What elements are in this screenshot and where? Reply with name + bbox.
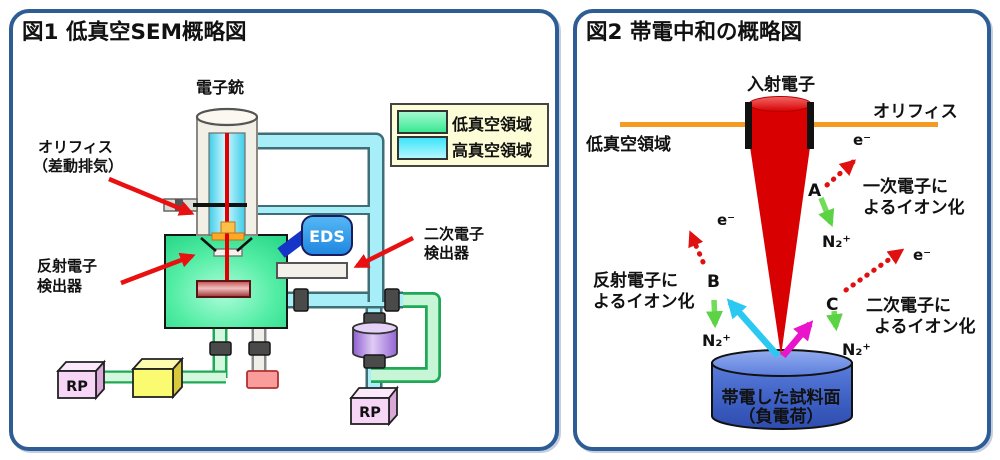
label-bse-ion-1: 反射電子に (593, 270, 678, 291)
eds-box (301, 215, 353, 256)
pipe-top-inner (250, 135, 382, 302)
label-point-b: B (707, 272, 720, 292)
label-point-a: A (808, 181, 822, 201)
arrow-ionized-b (688, 230, 706, 265)
arrow-ion-c (825, 310, 843, 332)
yellow-pump-box (130, 356, 185, 400)
ion-arrows (705, 196, 843, 332)
orifice-line-right (814, 122, 938, 127)
orifice-block-left (745, 102, 752, 149)
valve-leg-left (209, 341, 232, 356)
eds-label: EDS (309, 227, 345, 246)
beam-top (748, 96, 812, 112)
label-primary-ion-2: よるイオン化 (863, 197, 965, 218)
incident-beam (745, 96, 814, 356)
label-orifice-line1: オリフィス (38, 138, 113, 156)
panel-figure2: 図2 帯電中和の概略図 入射電子 オリフィス 低真空領域 e⁻ e⁻ e⁻ A … (573, 9, 993, 453)
legend-swatch-high-vacuum (397, 136, 448, 160)
fig1-annotation-arrows (108, 176, 415, 286)
lens-block (220, 221, 236, 234)
sample-cylinder (711, 349, 853, 430)
label-n2-b: N₂⁺ (702, 331, 731, 350)
tmp-cylinder-top (352, 321, 398, 335)
arrow-orifice (108, 176, 195, 216)
legend-swatch-low-vacuum (397, 110, 448, 134)
label-incident-electrons: 入射電子 (747, 74, 815, 95)
arrow-ionized-a (824, 159, 856, 188)
label-se-ion-2: よるイオン化 (874, 316, 976, 337)
orifice-line-left (620, 122, 746, 127)
rp-box-left: RP (55, 359, 107, 401)
label-n2-a: N₂⁺ (822, 232, 851, 251)
label-orifice-line2: （差動排気） (33, 157, 123, 175)
arrow-ion-a (818, 196, 835, 227)
valve-main-right (384, 288, 400, 312)
pipe-green-bypass-inner (371, 294, 439, 381)
legend-label-low-vacuum: 低真空領域 (451, 115, 532, 134)
column-top (195, 107, 259, 127)
label-bse-line1: 反射電子 (37, 257, 97, 275)
arrow-secondary-electron (780, 320, 814, 359)
valve-leg-right (248, 341, 271, 356)
chamber-internals (196, 133, 253, 298)
label-e-orifice: e⁻ (853, 131, 871, 149)
rp-right-label: RP (359, 405, 381, 421)
vent-box (246, 370, 279, 389)
figure2-title: 図2 帯電中和の概略図 (586, 19, 802, 45)
legend-box: 低真空領域 高真空領域 (390, 103, 549, 167)
arrow-ion-b (705, 299, 723, 329)
legend-label-high-vacuum: 高真空領域 (452, 141, 532, 160)
detector-baffles (200, 237, 253, 252)
label-se-ion-1: 二次電子に (866, 295, 951, 316)
se-detector-bar (276, 262, 348, 279)
rp-right-front-face (350, 397, 390, 425)
valve-tmp-bottom (363, 354, 386, 369)
sample-top (711, 349, 853, 377)
panel-figure1: RP RP (9, 9, 561, 453)
label-primary-ion-1: 一次電子に (863, 176, 948, 197)
rp-left-label: RP (66, 379, 88, 395)
arrow-ionized-c (843, 248, 905, 293)
label-n2-c: N₂⁺ (842, 340, 871, 359)
beam-cone (749, 104, 811, 356)
arrow-backscattered-electron (726, 298, 781, 359)
orifice-plate (193, 203, 247, 207)
arrow-bse-detector (120, 252, 196, 286)
label-electron-gun: 電子銃 (196, 78, 244, 97)
label-se-line1: 二次電子 (424, 225, 484, 243)
label-bse-ion-2: よるイオン化 (593, 291, 695, 312)
label-e-left: e⁻ (717, 211, 735, 229)
sample-label-line2: （負電荷） (739, 406, 824, 427)
yellow-front-face (132, 368, 174, 398)
valve-main-left (293, 288, 309, 312)
figure1-title: 図1 低真空SEM概略図 (22, 19, 247, 45)
label-se-line2: 検出器 (424, 244, 470, 262)
electron-beam (225, 133, 229, 283)
sample-label-line1: 帯電した試料面 (722, 387, 841, 408)
label-bse-line2: 検出器 (37, 277, 83, 295)
rp-left-front-face (57, 370, 97, 399)
arrow-se-detector (353, 235, 415, 269)
label-low-vacuum-region: 低真空領域 (585, 134, 671, 155)
orifice-block-right (807, 102, 814, 149)
rp-box-right: RP (349, 385, 399, 427)
dotted-electron-arrows (688, 159, 905, 293)
label-e-right: e⁻ (913, 246, 931, 264)
label-orifice2: オリフィス (873, 102, 958, 122)
sample-body (711, 362, 853, 430)
sample-stage (196, 280, 251, 298)
label-point-c: C (826, 295, 838, 315)
